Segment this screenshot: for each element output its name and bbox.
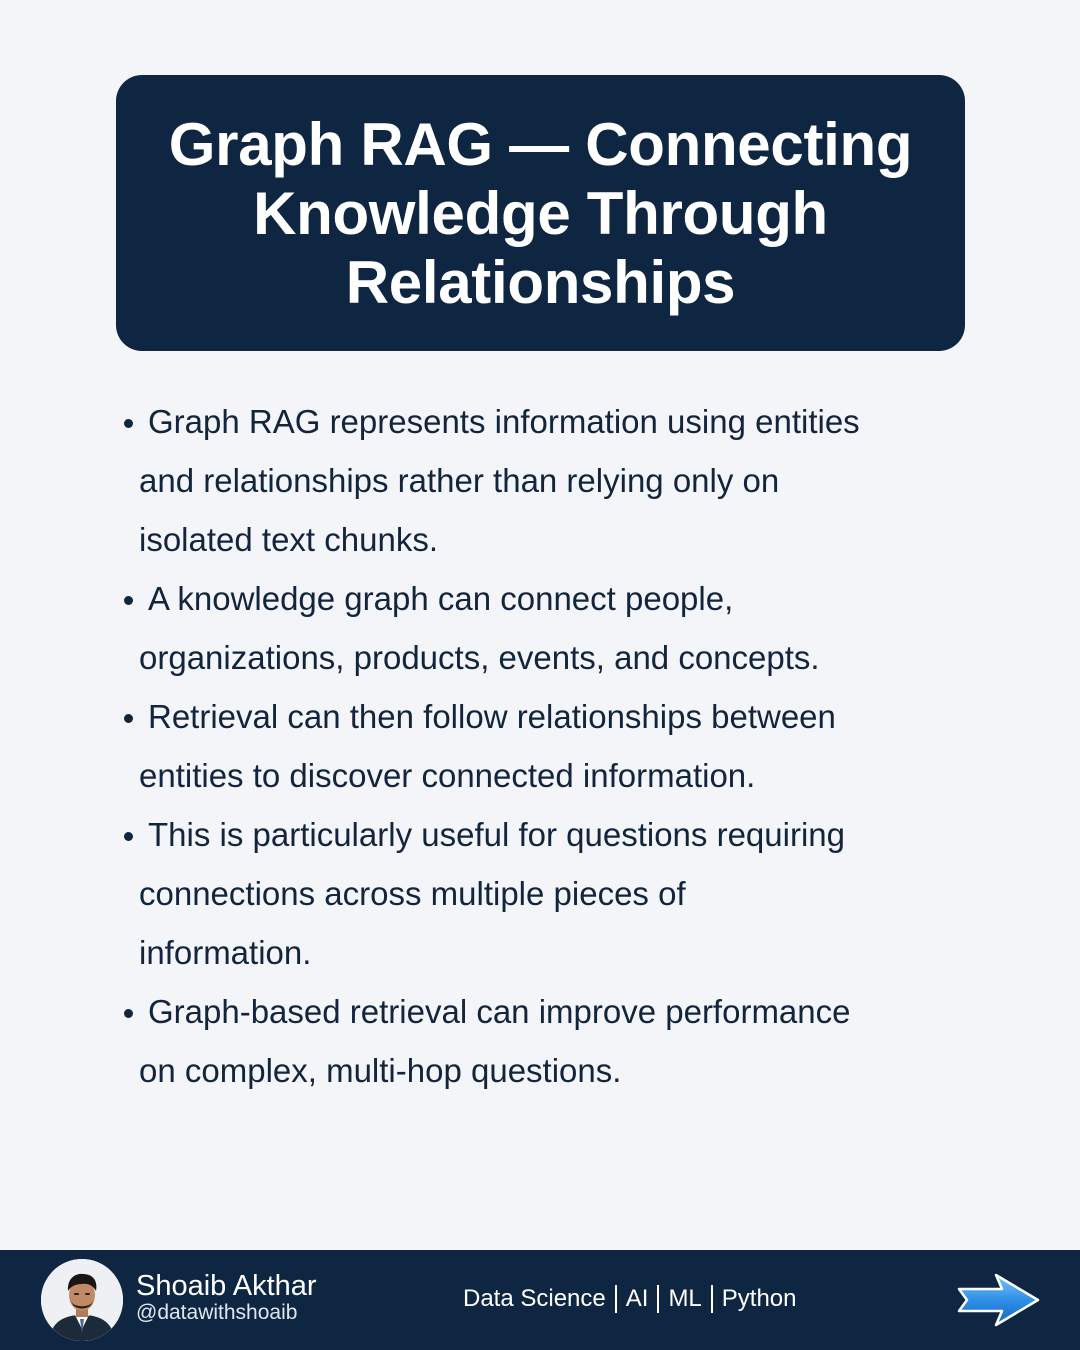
list-item: This is particularly useful for question… [124,805,974,982]
bullet-line: connections across multiple pieces of [139,875,686,912]
bullet-dot-icon [124,832,133,841]
list-item: Graph-based retrieval can improve perfor… [124,982,974,1100]
bullet-list: Graph RAG represents information using e… [124,392,974,1100]
bullet-dot-icon [124,714,133,723]
bullet-line: A knowledge graph can connect people, [148,580,734,617]
tag-divider [614,1285,617,1313]
tag-ml: ML [668,1285,702,1312]
bullet-dot-icon [124,596,133,605]
list-item: Graph RAG represents information using e… [124,392,974,569]
bullet-line: on complex, multi-hop questions. [139,1052,622,1089]
bullet-line: Graph-based retrieval can improve perfor… [148,993,851,1030]
list-item: Retrieval can then follow relationships … [124,687,974,805]
next-slide-button[interactable] [956,1272,1040,1328]
tag-divider [657,1285,660,1313]
bullet-line: isolated text chunks. [139,521,438,558]
bullet-line: organizations, products, events, and con… [139,639,820,676]
tag-ai: AI [625,1285,649,1312]
author-handle[interactable]: @datawithshoaib [136,1301,298,1324]
topic-tags: Data Science AI ML Python [463,1282,797,1316]
title-card: Graph RAG — Connecting Knowledge Through… [116,75,965,351]
bullet-line: entities to discover connected informati… [139,757,756,794]
bullet-line: Graph RAG represents information using e… [148,403,860,440]
author-name: Shoaib Akthar [136,1270,317,1302]
arrow-right-icon [957,1273,1040,1327]
avatar[interactable] [41,1259,123,1341]
tag-data-science: Data Science [463,1285,606,1312]
footer-bar: Shoaib Akthar @datawithshoaib Data Scien… [0,1250,1080,1350]
title-line-1: Graph RAG — Connecting [168,110,913,178]
profile-photo-icon [41,1259,123,1341]
bullet-line: Retrieval can then follow relationships … [148,698,836,735]
bullet-line: This is particularly useful for question… [148,816,845,853]
title-line-3: Relationships [345,248,736,316]
tag-divider [710,1285,713,1313]
title-line-2: Knowledge Through [253,179,828,247]
tag-python: Python [721,1285,797,1312]
bullet-dot-icon [124,419,133,428]
bullet-line: information. [139,934,312,971]
list-item: A knowledge graph can connect people, or… [124,569,974,687]
bullet-line: and relationships rather than relying on… [139,462,780,499]
bullet-dot-icon [124,1009,133,1018]
page-title: Graph RAG — Connecting Knowledge Through… [168,110,913,317]
